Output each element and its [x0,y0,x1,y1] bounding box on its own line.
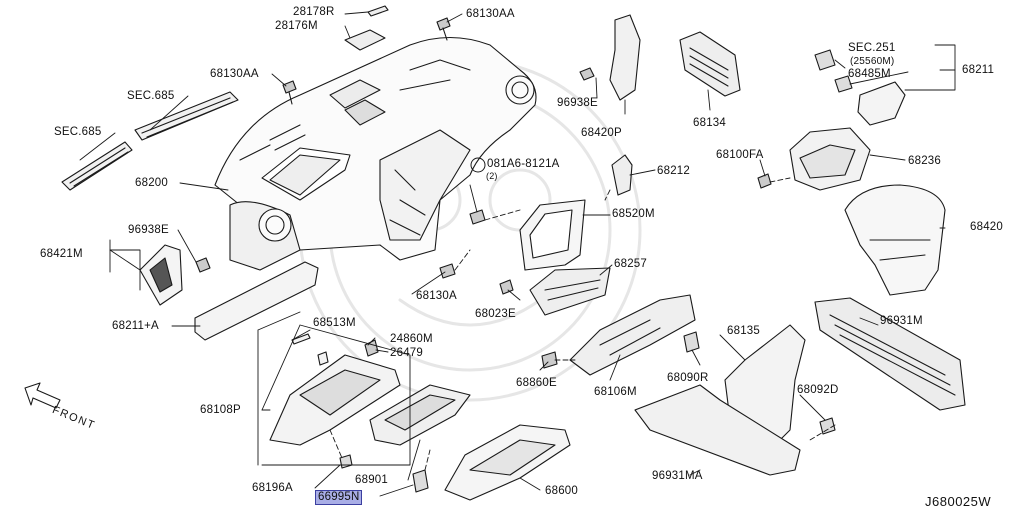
label-66995N-highlighted[interactable]: 66995N [315,490,363,505]
vent-68134 [679,31,741,97]
lower-trim-96931MA [634,384,801,476]
label-96931M: 96931M [880,315,923,327]
standard-part-symbol-icon [470,157,486,173]
label-68236: 68236 [908,155,941,167]
bezel-68520M [519,199,586,271]
part-68212 [611,154,633,196]
label-68130AA-top: 68130AA [466,8,515,20]
label-28176M: 28176M [275,20,318,32]
dashed-lines [329,177,836,471]
label-68211A: 68211+A [112,320,159,332]
screw-68130A [439,209,486,279]
switch-panel-68257 [529,267,611,316]
label-68134: 68134 [693,117,726,129]
label-sec251: SEC.251 [848,42,896,54]
label-68420: 68420 [970,221,1003,233]
fastener-68130AA [282,17,451,105]
label-68130A: 68130A [416,290,457,302]
part-28176M [344,5,389,51]
panel-68420P [579,14,641,101]
label-68196A: 68196A [252,482,293,494]
group-bracket-68108P [257,311,301,466]
defroster-grille-sec685 [61,91,239,191]
label-68420P: 68420P [581,127,622,139]
label-68200: 68200 [135,177,168,189]
label-68130AA-left: 68130AA [210,68,259,80]
label-sec251-sub: (25560M) [850,56,895,67]
label-sec685-a: SEC.685 [127,90,175,102]
diagram-id: J680025W [925,494,992,509]
label-68513M: 68513M [313,317,356,329]
label-96931MA: 96931MA [652,470,703,482]
cover-68211 [857,81,906,126]
label-68106M: 68106M [594,386,637,398]
label-081A6-qty: (2) [486,171,498,181]
label-96938E-mid: 96938E [557,97,598,109]
label-68092D: 68092D [797,384,839,396]
strip-68211A [194,261,319,341]
label-68090R: 68090R [667,372,709,384]
label-68421M: 68421M [40,248,83,260]
label-28178R: 28178R [293,6,335,18]
front-arrow-icon [24,382,61,409]
label-68860E: 68860E [516,377,557,389]
glovebox-housing-68108P [269,333,401,446]
label-68600: 68600 [545,485,578,497]
side-panel-68421M [139,244,211,306]
label-68100FA: 68100FA [716,149,764,161]
bracket-68106M [569,294,696,376]
label-68901: 68901 [355,474,388,486]
label-68485M: 68485M [848,68,891,80]
glovebox-frame-68901 [369,384,471,446]
dashboard-panel-68200 [214,36,537,271]
label-68211: 68211 [962,64,995,76]
glovebox-lid-68600 [444,424,571,501]
label-68108P: 68108P [200,404,241,416]
clip-68092D [819,417,836,435]
label-68520M: 68520M [612,208,655,220]
clip-68023E [499,279,514,295]
label-24860M: 24860M [390,333,433,345]
label-081A6-8121A: 081A6-8121A [487,158,560,170]
leader-lines [79,11,956,497]
label-68212: 68212 [657,165,690,177]
label-68135: 68135 [727,325,760,337]
clip-68090R [683,331,700,353]
sensor-sec251 [814,49,853,93]
cluster-hood-68236 [757,127,871,191]
label-96938E-left: 96938E [128,224,169,236]
label-68257: 68257 [614,258,647,270]
cluster-cover-68420 [844,184,946,296]
label-68023E: 68023E [475,308,516,320]
label-26479: 26479 [390,347,423,359]
label-sec685-b: SEC.685 [54,126,102,138]
trim-96931M [814,297,966,411]
